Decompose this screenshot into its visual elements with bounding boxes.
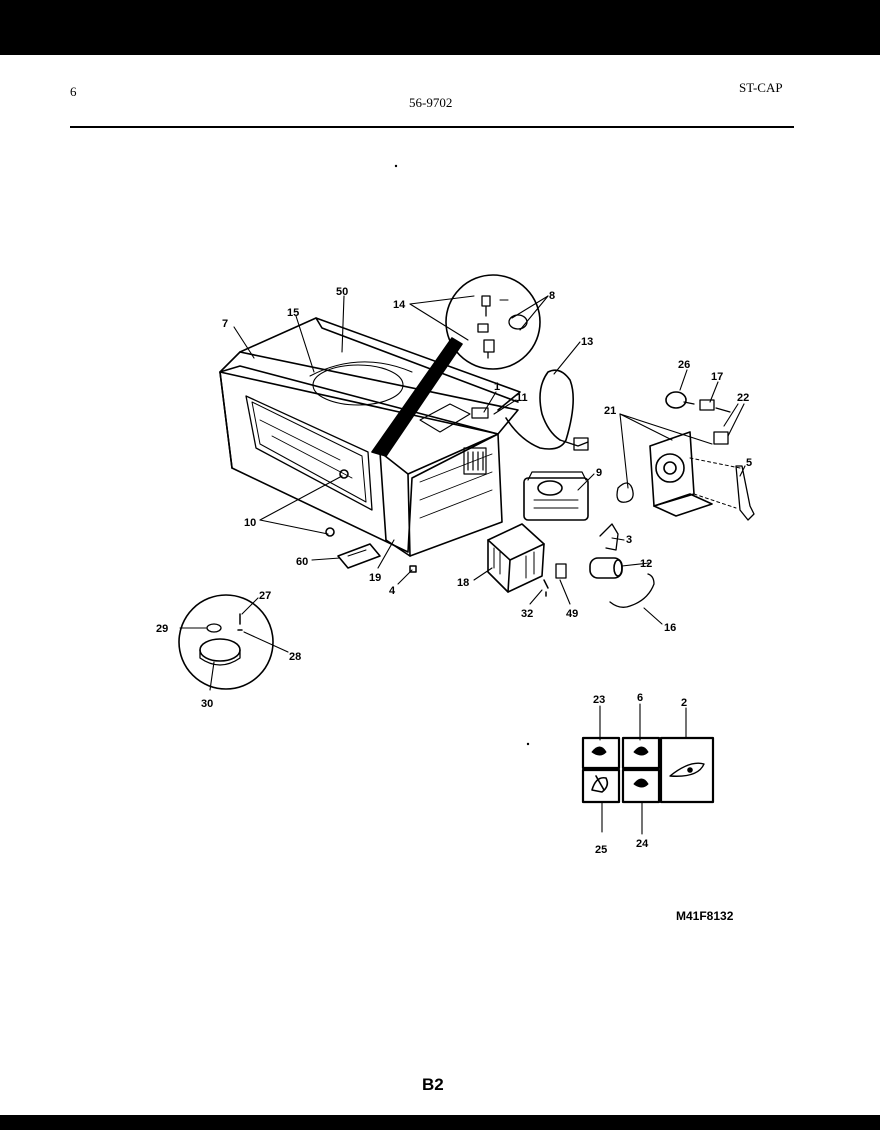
page-label: B2 <box>422 1075 444 1094</box>
section-code: ST-CAP <box>739 80 783 95</box>
callout-18: 18 <box>457 577 469 589</box>
high-voltage-transformer <box>487 523 545 593</box>
callout-14: 14 <box>393 299 406 311</box>
fan-motor-assembly <box>616 431 755 521</box>
callout-10: 10 <box>244 517 256 529</box>
screw-4 <box>409 565 417 573</box>
callout-60: 60 <box>296 556 308 568</box>
diode <box>555 563 567 579</box>
callout-49: 49 <box>566 608 578 620</box>
magnetron <box>523 471 589 521</box>
screw-32 <box>543 579 549 597</box>
parts-sheet <box>0 55 880 1115</box>
callout-19: 19 <box>369 572 381 584</box>
callout-29: 29 <box>156 623 168 635</box>
callout-24: 24 <box>636 838 649 850</box>
callout-25: 25 <box>595 844 607 856</box>
callout-28: 28 <box>289 651 301 663</box>
callout-16: 16 <box>664 622 676 634</box>
callout-8: 8 <box>549 290 555 302</box>
capacitor-assembly <box>589 523 623 579</box>
label-set <box>581 703 715 835</box>
header-rule <box>70 126 794 128</box>
callout-13: 13 <box>581 336 593 348</box>
model-number: 56-9702 <box>409 95 453 110</box>
callout-26: 26 <box>678 359 690 371</box>
part-60 <box>337 543 381 569</box>
callout-6: 6 <box>637 692 643 704</box>
callout-5: 5 <box>746 457 752 469</box>
callout-12: 12 <box>640 558 652 570</box>
callout-2: 2 <box>681 697 687 709</box>
callout-1: 1 <box>494 381 500 393</box>
callout-23: 23 <box>593 694 605 706</box>
callout-30: 30 <box>201 698 213 710</box>
power-cord <box>505 369 589 451</box>
callout-11: 11 <box>516 392 528 404</box>
callout-17: 17 <box>711 371 723 383</box>
callout-50: 50 <box>336 286 348 298</box>
wire-harness <box>609 573 655 608</box>
callout-4: 4 <box>389 585 396 597</box>
diagram-id: M41F8132 <box>676 909 734 923</box>
callout-labels: 7 15 50 14 8 13 1 11 26 17 22 21 5 9 10 … <box>156 286 752 856</box>
cabinet-assembly <box>219 317 521 557</box>
page-number: 6 <box>70 84 77 99</box>
lamp-assembly <box>665 391 731 445</box>
callout-27: 27 <box>259 590 271 602</box>
callout-3: 3 <box>626 534 632 546</box>
thermal-cutout-detail <box>178 594 274 690</box>
callout-22: 22 <box>737 392 749 404</box>
callout-7: 7 <box>222 318 228 330</box>
leader-lines <box>179 295 746 691</box>
callout-15: 15 <box>287 307 299 319</box>
callout-9: 9 <box>596 467 602 479</box>
callout-32: 32 <box>521 608 533 620</box>
callout-21: 21 <box>604 405 616 417</box>
